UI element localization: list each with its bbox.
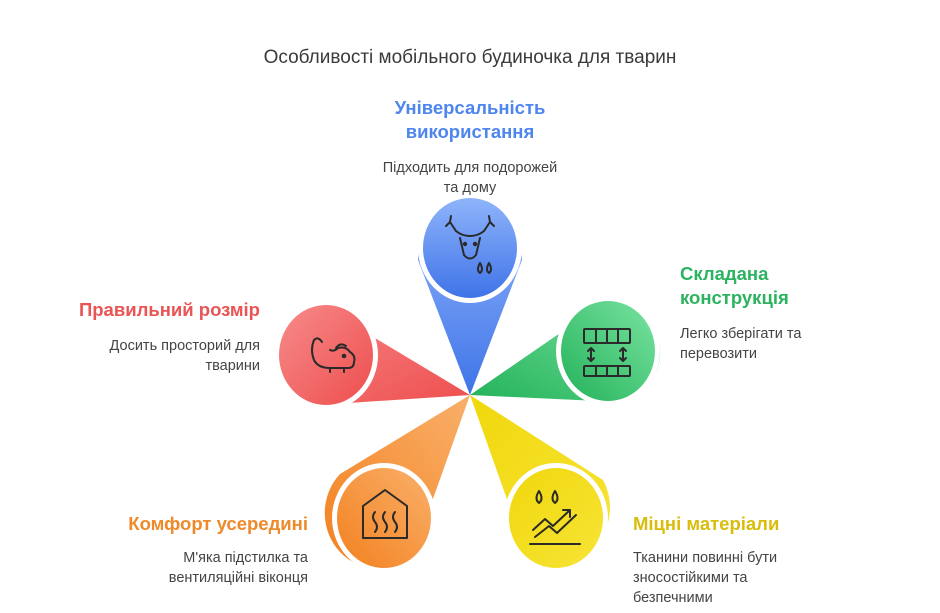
- desc-comfort: М'яка підстилка та вентиляційні віконця: [168, 550, 308, 586]
- petal-blue: [418, 193, 522, 395]
- block-comfort: Комфорт усередині М'яка підстилка та вен…: [60, 512, 308, 588]
- block-size: Правильний розмір Досить просторий для т…: [20, 298, 260, 376]
- house-heat-icon: [362, 489, 408, 539]
- desc-universality: Підходить для подорожей та дому: [382, 160, 558, 196]
- desc-materials: Тканини повинні бути зносостійкими та бе…: [633, 550, 778, 606]
- petal-red: [274, 300, 470, 410]
- deer-icon: [445, 215, 495, 274]
- heading-comfort: Комфорт усередині: [128, 513, 308, 534]
- diagram-title: Особливості мобільного будиночка для тва…: [263, 47, 677, 68]
- petal-orange: [324, 395, 470, 573]
- block-materials: Міцні матеріали Тканини повинні бути зно…: [633, 512, 923, 608]
- drops-trend-icon: [529, 490, 581, 545]
- block-foldable: Складана конструкція Легко зберігати та …: [680, 262, 920, 364]
- dog-icon: [311, 337, 356, 373]
- petal-yellow: [470, 395, 610, 573]
- desc-size: Досить просторий для тварини: [109, 338, 260, 374]
- panel-icon: [583, 328, 631, 377]
- heading-universality: Універсальність використання: [394, 97, 546, 142]
- heading-size: Правильний розмір: [78, 299, 260, 320]
- desc-foldable: Легко зберігати та перевозити: [680, 326, 802, 362]
- block-universality: Універсальність використання Підходить д…: [310, 96, 630, 198]
- heading-foldable: Складана конструкція: [680, 263, 789, 308]
- heading-materials: Міцні матеріали: [633, 513, 780, 534]
